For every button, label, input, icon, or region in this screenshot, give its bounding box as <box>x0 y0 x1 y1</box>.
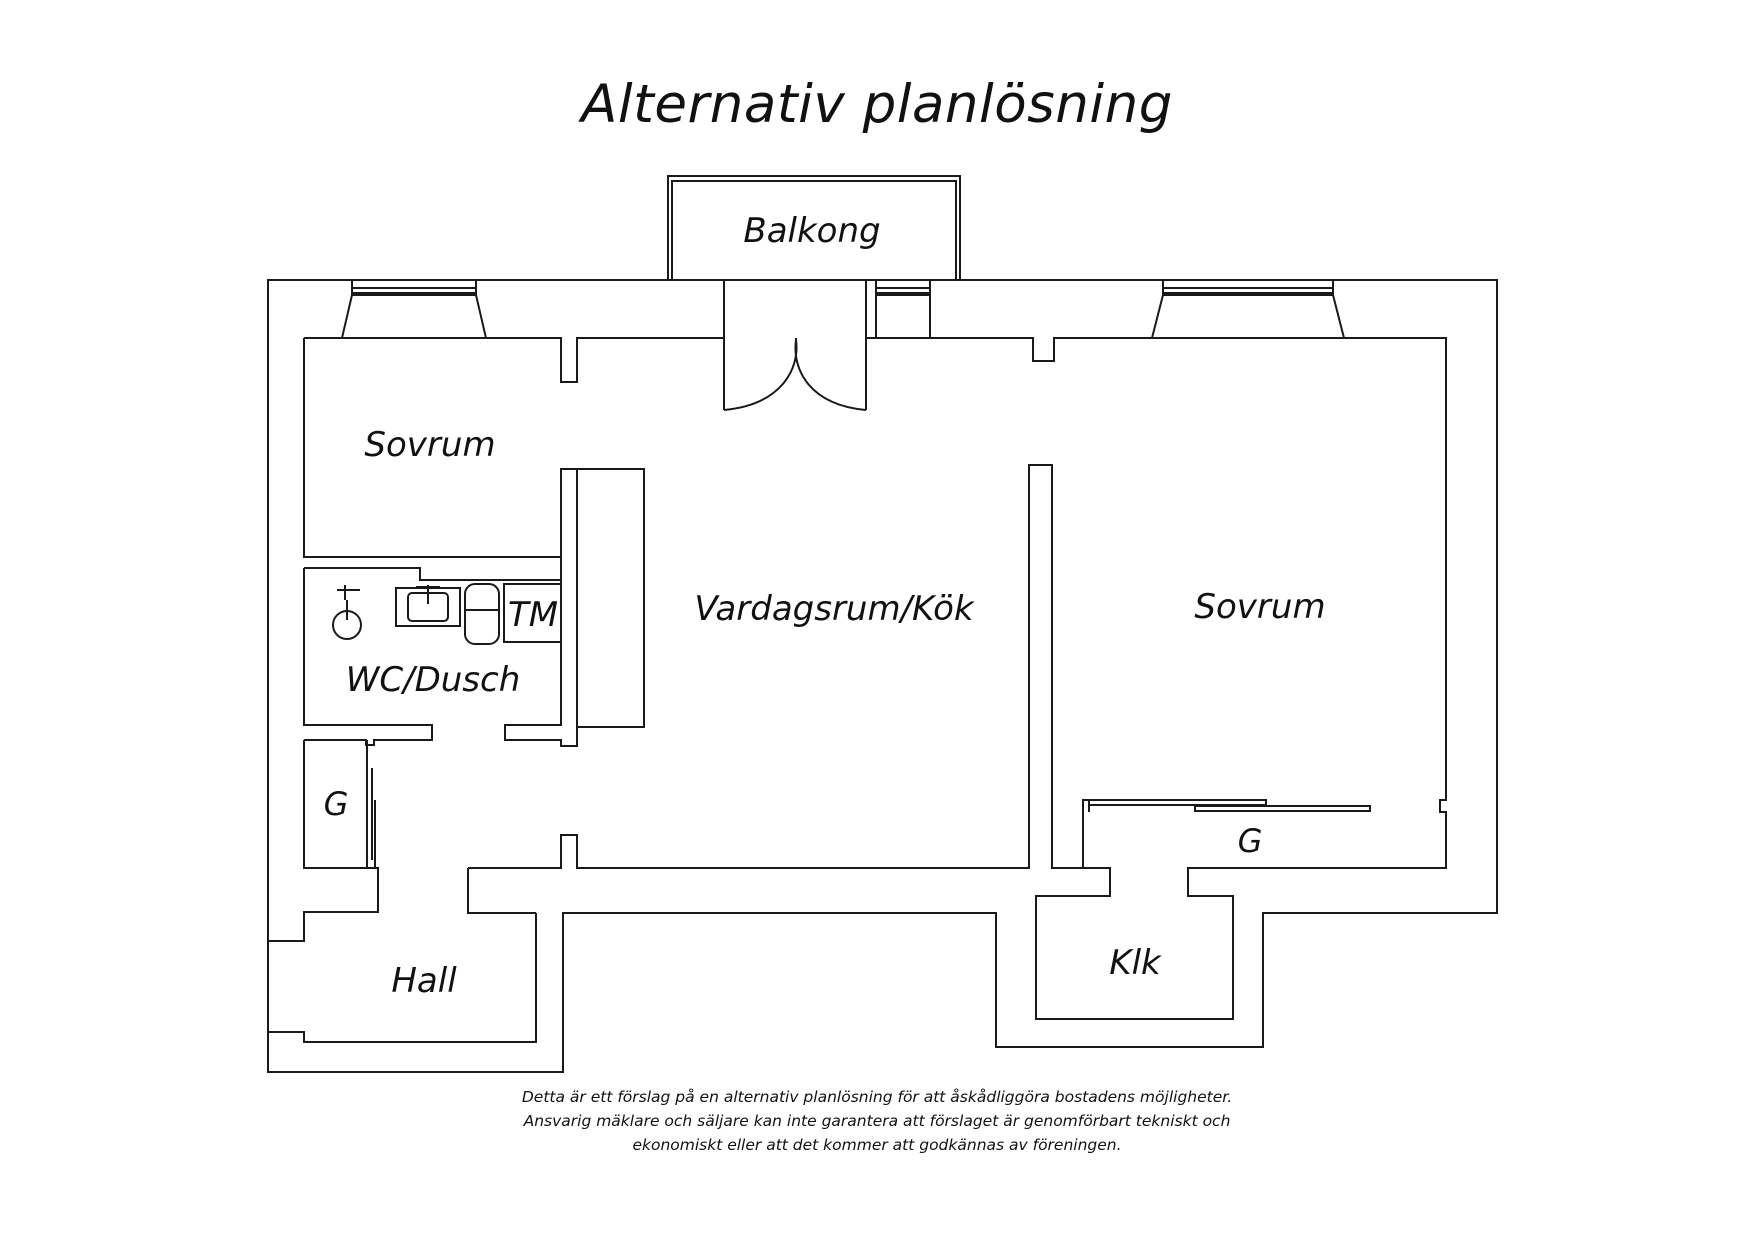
window-left <box>341 280 487 339</box>
sink <box>395 585 461 627</box>
disclaimer: Detta är ett förslag på en alternativ pl… <box>377 1085 1377 1157</box>
closet-left-doors <box>366 768 376 868</box>
label-balkong: Balkong <box>743 211 880 251</box>
label-g-right: G <box>1238 822 1263 860</box>
disclaimer-line-3: ekonomiskt eller att det kommer att godk… <box>632 1136 1122 1154</box>
outer-wall <box>267 279 1498 1073</box>
window-right <box>1151 280 1345 339</box>
inner-wall-left-bedroom <box>304 337 724 383</box>
balcony <box>667 175 961 281</box>
label-klk: Klk <box>1109 943 1162 983</box>
shower <box>332 585 362 640</box>
label-hall: Hall <box>391 961 457 1001</box>
label-g-left: G <box>324 785 349 823</box>
closet-right-wall <box>1035 867 1446 1020</box>
closet-right-doors <box>1088 799 1371 812</box>
label-sovrum-right: Sovrum <box>1194 587 1325 627</box>
label-wc: WC/Dusch <box>346 660 521 700</box>
kitchen-counter <box>576 468 645 728</box>
window-small <box>875 280 931 338</box>
inner-wall-top-middle <box>866 337 1447 869</box>
label-tm: TM <box>508 595 558 635</box>
toilet <box>464 583 500 645</box>
inner-wall-left <box>303 338 578 747</box>
disclaimer-line-2: Ansvarig mäklare och säljare kan inte ga… <box>523 1112 1231 1130</box>
hall-walls <box>268 464 1090 1043</box>
balcony-door <box>723 280 867 411</box>
page-title: Alternativ planlösning <box>581 74 1173 135</box>
label-vardagsrum: Vardagsrum/Kök <box>694 589 975 629</box>
label-sovrum-left: Sovrum <box>364 425 495 465</box>
disclaimer-line-1: Detta är ett förslag på en alternativ pl… <box>521 1088 1233 1106</box>
tm-box <box>503 583 562 643</box>
